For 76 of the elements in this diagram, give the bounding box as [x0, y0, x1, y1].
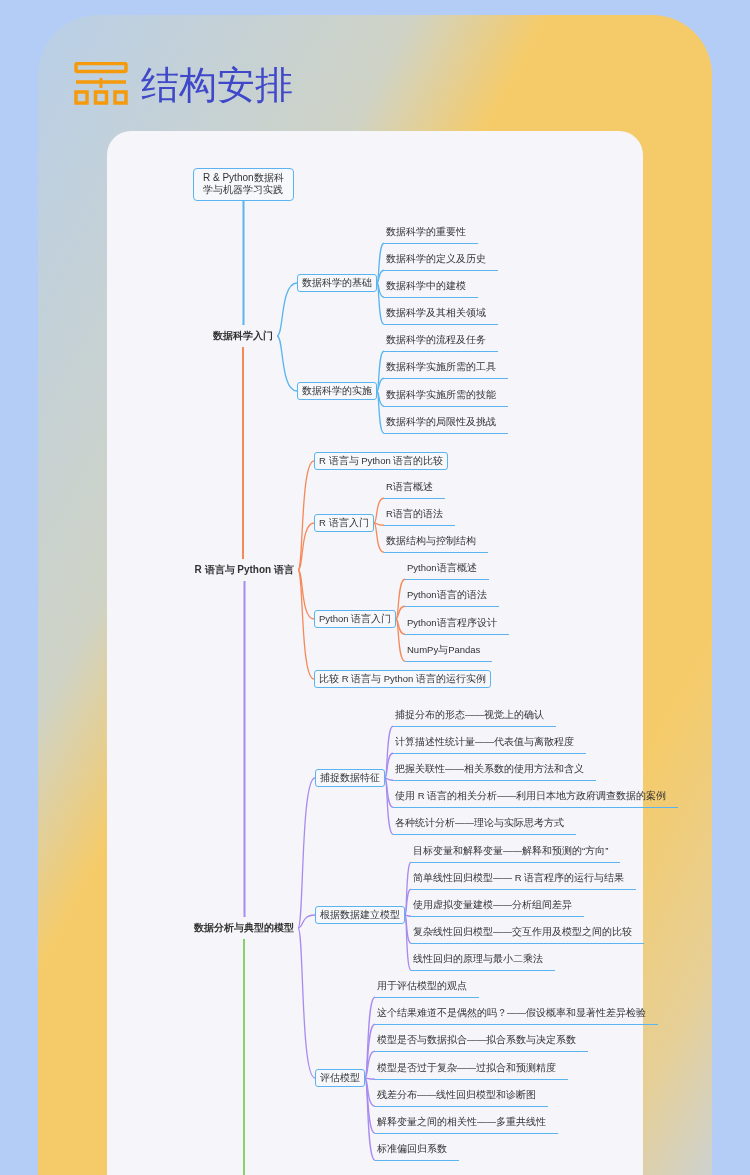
connector-line [364, 1077, 376, 1080]
root-box: R & Python数据科学与机器学习实践 [193, 168, 294, 201]
subtopic-label: 数据科学实施所需的技能 [384, 386, 508, 407]
connector-line [297, 569, 315, 620]
topic-box: 评估模型 [315, 1069, 365, 1087]
subtopic-label: 各种统计分析——理论与实际思考方式 [393, 814, 576, 835]
subtopic-label: 模型是否过于复杂——过拟合和预测精度 [375, 1059, 568, 1080]
connector-line [384, 725, 394, 779]
connector-line [297, 777, 316, 929]
branch-heading: 数据分析与典型的模型 [194, 921, 294, 935]
subtopic-label: Python语言概述 [405, 559, 489, 580]
branch-heading: R 语言与 Python 语言 [194, 563, 294, 577]
subtopic-label: Python语言的语法 [405, 586, 499, 607]
subtopic-label: 数据科学的局限性及挑战 [384, 413, 508, 434]
subtopic-label: 把握关联性——相关系数的使用方法和含义 [393, 760, 596, 781]
connector-line [243, 580, 246, 918]
connector-line [404, 888, 412, 916]
topic-box: 根据数据建立模型 [315, 906, 405, 924]
subtopic-label: 目标变量和解释变量——解释和预测的“方向” [411, 842, 621, 863]
connector-line [242, 200, 245, 326]
subtopic-label: 数据科学的流程及任务 [384, 331, 498, 352]
subtopic-label: 数据科学及其相关领域 [384, 304, 498, 325]
title: 结构安排 [141, 63, 293, 108]
subtopic-label: 计算描述性统计量——代表值与离散程度 [393, 733, 586, 754]
subtopic-label: 解释变量之间的相关性——多重共线性 [375, 1113, 558, 1134]
connector-line [373, 497, 385, 524]
connector-line [364, 1050, 376, 1079]
connector-line [395, 618, 406, 635]
subtopic-label: 模型是否与数据拟合——拟合系数与决定系数 [375, 1031, 588, 1052]
subtopic-label: 数据科学中的建模 [384, 277, 478, 298]
connector-line [395, 578, 406, 620]
subtopic-label: 线性回归的原理与最小二乘法 [411, 950, 555, 971]
connector-line [243, 938, 245, 1175]
topic-box: 数据科学的基础 [297, 274, 377, 292]
connector-line [276, 282, 298, 337]
subtopic-label: 数据科学实施所需的工具 [384, 358, 508, 379]
topic-box: R 语言入门 [314, 514, 374, 532]
connector-line [373, 522, 385, 526]
topic-box: 捕捉数据特征 [315, 769, 385, 787]
connector-line [384, 777, 394, 781]
connector-line [242, 346, 244, 560]
connector-line [395, 605, 406, 620]
connector-line [276, 335, 298, 392]
connector-line [297, 927, 316, 1079]
topic-box: Python 语言入门 [314, 610, 397, 628]
connector-line [384, 777, 394, 808]
connector-line [373, 522, 385, 553]
branch-heading: 数据科学入门 [213, 329, 273, 343]
topic-box: 比较 R 语言与 Python 语言的运行实例 [314, 670, 491, 688]
connector-line [376, 377, 385, 392]
connector-line [404, 914, 412, 917]
topic-box: R 语言与 Python 语言的比较 [314, 452, 449, 470]
subtopic-label: 残差分布——线性回归模型和诊断图 [375, 1086, 548, 1107]
subtopic-label: 数据科学的定义及历史 [384, 250, 498, 271]
subtopic-label: 捕捉分布的形态——视觉上的确认 [393, 706, 556, 727]
topic-box: 数据科学的实施 [297, 382, 377, 400]
subtopic-label: 这个结果难道不是偶然的吗？——假设概率和显著性差异检验 [375, 1004, 658, 1025]
subtopic-label: 复杂线性回归模型——交互作用及模型之间的比较 [411, 923, 644, 944]
connector-line [297, 914, 316, 929]
connector-line [376, 269, 385, 284]
connector-line [384, 752, 394, 779]
subtopic-label: 使用虚拟变量建模——分析组间差异 [411, 896, 584, 917]
subtopic-label: 数据结构与控制结构 [384, 532, 488, 553]
subtopic-label: 标准偏回归系数 [375, 1140, 459, 1161]
connector-line [297, 569, 315, 680]
subtopic-label: 简单线性回归模型—— R 语言程序的运行与结果 [411, 869, 637, 890]
connector-line [364, 1077, 376, 1107]
subtopic-label: R语言概述 [384, 478, 445, 499]
subtopic-label: NumPy与Pandas [405, 641, 493, 662]
connector-line [297, 460, 315, 571]
subtopic-label: R语言的语法 [384, 505, 455, 526]
subtopic-label: Python语言程序设计 [405, 614, 509, 635]
subtopic-label: 用于评估模型的观点 [375, 977, 479, 998]
connector-line [297, 522, 315, 571]
connector-line [384, 777, 394, 835]
subtopic-label: 数据科学的重要性 [384, 223, 478, 244]
